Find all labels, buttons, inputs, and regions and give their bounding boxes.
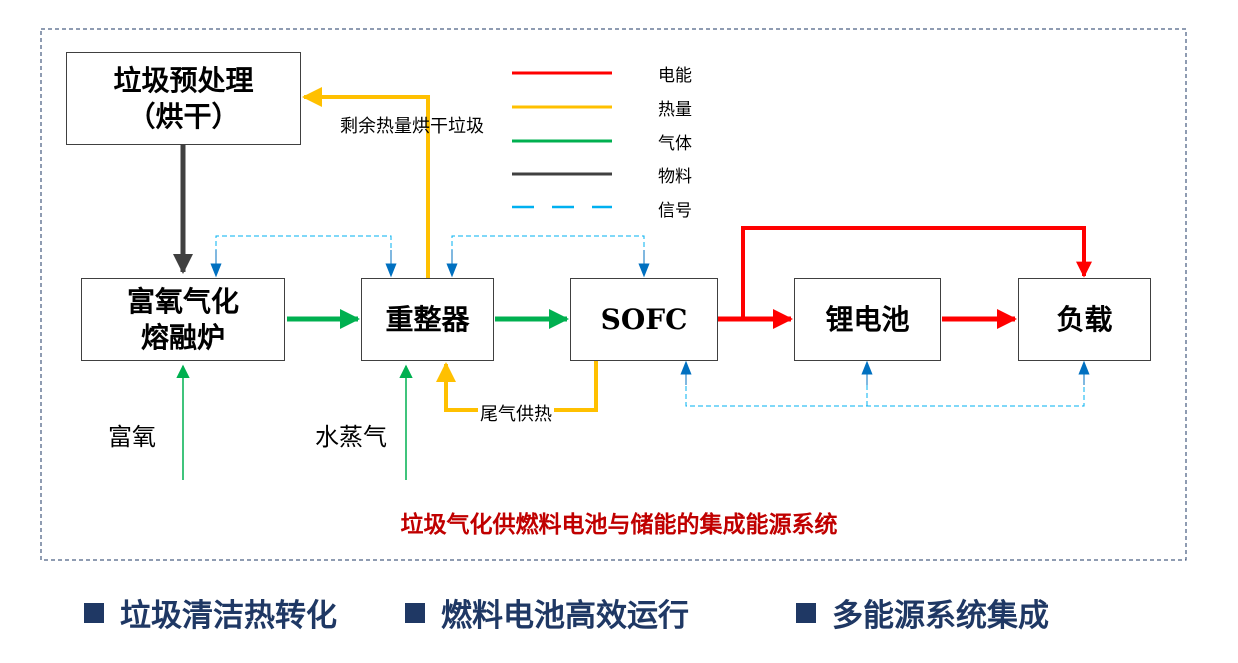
heat-flow-residual: [302, 87, 430, 278]
bullet-text: 燃料电池高效运行: [441, 598, 689, 634]
square-bullet-icon: [405, 602, 425, 623]
electric-flow-sofc-load: [741, 226, 1092, 319]
reformer-label: 重整器: [385, 302, 470, 336]
diagram-caption: 垃圾气化供燃料电池与储能的集成能源系统: [400, 512, 838, 538]
bullet-item: 多能源系统集成: [796, 590, 1049, 635]
furnace-box: 富氧气化 熔融炉: [81, 278, 285, 361]
furnace-label-line1: 富氧气化: [126, 284, 239, 318]
furnace-label-line2: 熔融炉: [140, 320, 225, 354]
legend-label-signal: 信号: [658, 201, 692, 221]
bullet-row: 垃圾清洁热转化 燃料电池高效运行 多能源系统集成: [0, 590, 1238, 640]
pretreatment-label-line1: 垃圾预处理: [113, 63, 254, 97]
battery-box: 锂电池: [794, 278, 941, 361]
residual-heat-label: 剩余热量烘干垃圾: [340, 116, 484, 137]
outer-frame: [40, 28, 1187, 561]
sofc-box: SOFC: [570, 278, 718, 361]
legend-label-heat: 热量: [658, 100, 692, 120]
bullet-item: 燃料电池高效运行: [405, 590, 689, 635]
oxygen-label: 富氧: [108, 423, 156, 451]
load-box: 负载: [1018, 278, 1151, 361]
pretreatment-box: 垃圾预处理 （烘干）: [66, 52, 301, 145]
battery-label: 锂电池: [825, 302, 910, 336]
signal-line-furnace-reformer: [215, 235, 392, 270]
tail-gas-label: 尾气供热: [478, 400, 554, 426]
pretreatment-label-line2: （烘干）: [127, 99, 240, 133]
square-bullet-icon: [796, 602, 816, 623]
bullet-text: 垃圾清洁热转化: [120, 598, 337, 634]
steam-label: 水蒸气: [315, 423, 387, 451]
legend-label-gas: 气体: [658, 134, 692, 154]
sofc-label: SOFC: [600, 302, 688, 336]
legend-label-electric: 电能: [658, 66, 692, 86]
signal-line-reformer-sofc: [451, 235, 645, 270]
load-label: 负载: [1056, 302, 1113, 336]
legend-label-material: 物料: [658, 167, 692, 187]
bullet-text: 多能源系统集成: [832, 598, 1049, 634]
signal-line-bottom: [685, 370, 1085, 407]
square-bullet-icon: [84, 602, 104, 623]
reformer-box: 重整器: [361, 278, 494, 361]
bullet-item: 垃圾清洁热转化: [84, 590, 337, 635]
